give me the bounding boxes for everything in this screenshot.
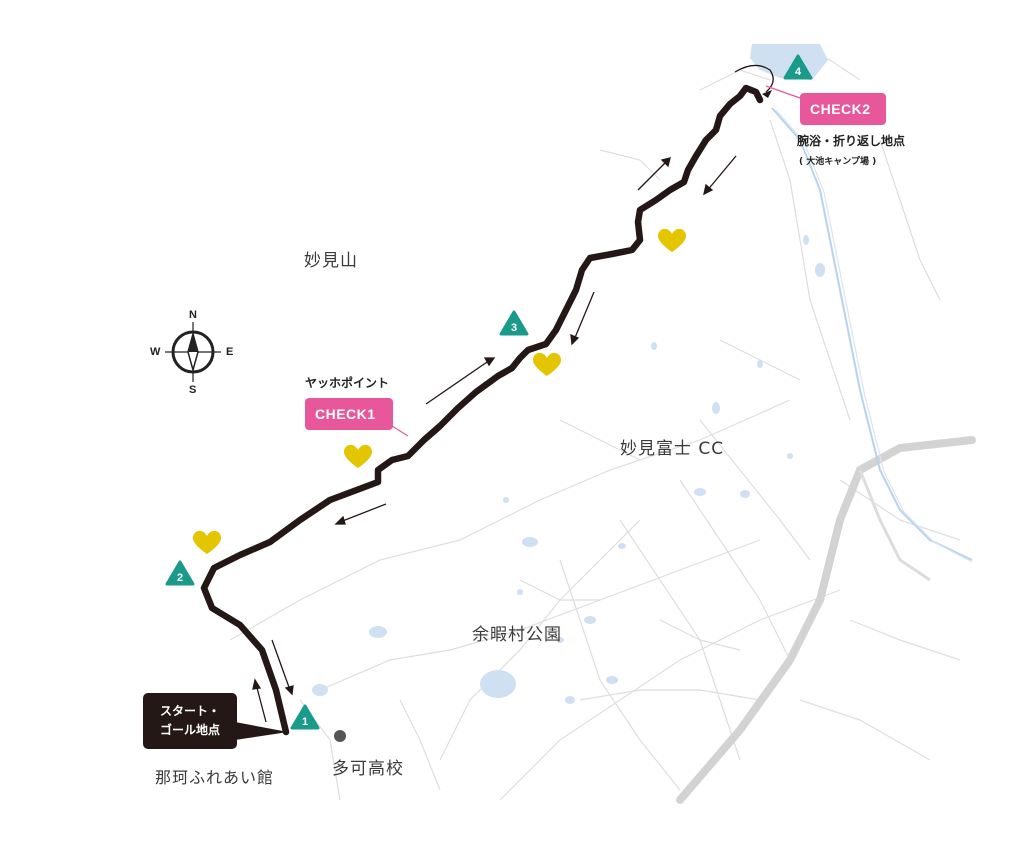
marker-triangle-icon — [165, 560, 195, 586]
major-road — [676, 436, 976, 804]
check2-caption: 腕浴・折り返し地点 — [797, 134, 906, 148]
marker-4: 4 — [783, 54, 813, 80]
turnaround-arrow — [734, 64, 774, 93]
start-goal-line2: ゴール地点 — [159, 723, 220, 737]
compass-s: S — [189, 384, 197, 396]
route-line — [200, 84, 764, 736]
check2-tag: CHECK2 — [800, 93, 886, 125]
compass-icon — [165, 322, 221, 382]
direction-arrow-icon — [570, 291, 595, 346]
direction-arrow-icon — [703, 155, 737, 196]
start-goal-box: スタート・ ゴール地点 — [143, 693, 237, 749]
check1-caption: ヤッホポイント — [305, 376, 390, 390]
heart-icon — [193, 530, 221, 554]
start-pointer — [235, 722, 288, 740]
start-goal-line1: スタート・ — [159, 704, 220, 718]
check2-leader — [765, 85, 801, 99]
place-yoka-park: 余暇村公園 — [472, 625, 562, 645]
marker-3-label: 3 — [511, 322, 517, 334]
compass-e: E — [226, 346, 234, 358]
compass-w: W — [150, 346, 161, 358]
compass-n: N — [189, 309, 197, 321]
marker-2: 2 — [165, 560, 195, 586]
check1-leader — [391, 425, 409, 437]
markers: 1 2 3 4 — [165, 54, 813, 730]
marker-4-label: 4 — [795, 66, 802, 78]
check2-sub-caption: ( 大池キャンプ場 ) — [799, 157, 877, 167]
marker-triangle-icon — [499, 310, 529, 336]
heart-icon — [344, 444, 372, 468]
place-myokosan: 妙見山 — [304, 251, 358, 271]
river — [771, 107, 973, 563]
direction-arrow-icon — [271, 639, 294, 696]
direction-arrow-icon — [334, 503, 387, 525]
direction-arrow-icon — [252, 678, 267, 723]
direction-arrows — [252, 155, 737, 723]
marker-triangle-icon — [783, 54, 813, 80]
marker-1: 1 — [290, 704, 320, 730]
check2-label: CHECK2 — [810, 101, 871, 117]
heart-icon — [658, 228, 686, 252]
heart-icon — [533, 352, 561, 376]
marker-3: 3 — [499, 310, 529, 336]
hearts — [193, 228, 686, 554]
turnaround-arrowhead — [762, 90, 772, 98]
direction-arrow-icon — [425, 357, 496, 405]
check1-tag: CHECK1 — [305, 398, 393, 430]
place-taka-high: 多可高校 — [332, 759, 404, 779]
marker-2-label: 2 — [177, 572, 183, 584]
place-naka-fureai: 那珂ふれあい館 — [155, 768, 275, 787]
water-bodies — [312, 44, 828, 704]
school-dot — [334, 730, 346, 742]
marker-triangle-icon — [290, 704, 320, 730]
check1-label: CHECK1 — [315, 406, 376, 422]
direction-arrow-icon — [637, 157, 671, 191]
place-myoken-fuji-cc: 妙見富士 CC — [620, 439, 725, 459]
minor-roads — [229, 49, 961, 801]
marker-1-label: 1 — [302, 716, 308, 728]
